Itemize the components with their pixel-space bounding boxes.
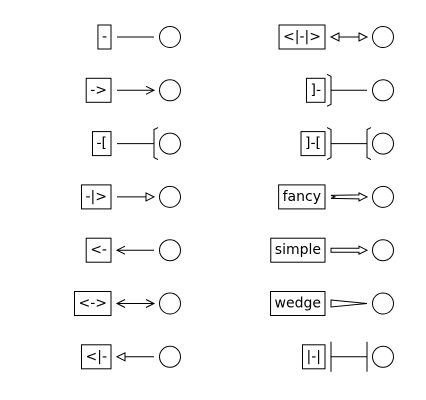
arrow-simple [330, 245, 369, 256]
arrow-bracket [153, 127, 159, 161]
left-row-5: <- [85, 237, 181, 263]
arrow-head [115, 299, 126, 308]
arrow-head [358, 32, 369, 42]
arrow-style-label: |-| [307, 349, 322, 365]
arrow-head [115, 245, 126, 255]
target-circle [372, 132, 394, 155]
target-circle [159, 132, 181, 155]
arrow-style-label: ]-[ [305, 136, 321, 152]
right-column: <|-|> ]- ]-[ fancy simple wedge |-| [270, 24, 394, 372]
right-row-6: wedge [270, 291, 394, 316]
target-circle [372, 292, 394, 315]
left-row-1: - [97, 24, 181, 50]
right-row-2: ]- [305, 73, 394, 107]
target-circle [372, 185, 394, 208]
right-row-3: ]-[ [300, 127, 394, 161]
arrow-bracket [366, 127, 372, 161]
arrow-bracket [326, 73, 332, 107]
label-box [278, 184, 326, 210]
arrow-head [329, 32, 340, 42]
target-circle [372, 239, 394, 262]
target-circle [159, 185, 181, 208]
label-box [305, 77, 326, 103]
left-row-7: <|- [81, 344, 181, 370]
left-row-4: -|> [81, 184, 181, 210]
arrow-bracket [326, 127, 332, 161]
arrow-style-label: <-> [78, 296, 107, 312]
target-circle [159, 345, 181, 368]
label-box [81, 344, 112, 370]
target-circle [159, 26, 181, 48]
right-row-7: |-| [302, 341, 394, 372]
arrow-style-label: wedge [275, 296, 321, 312]
left-column: - -> -[ -|> <- <-> <|- [73, 24, 181, 370]
label-box [302, 344, 326, 370]
right-row-4: fancy [278, 184, 394, 210]
label-box [91, 131, 112, 157]
target-circle [372, 79, 394, 102]
target-circle [372, 345, 394, 368]
label-box [278, 24, 326, 50]
arrow-style-label: simple [275, 242, 321, 258]
label-box [85, 77, 112, 103]
arrow-style-label: <|-|> [283, 29, 321, 45]
label-box [300, 131, 326, 157]
arrow-style-label: -[ [96, 136, 107, 152]
left-row-6: <-> [73, 291, 181, 316]
target-circle [372, 26, 394, 48]
target-circle [159, 79, 181, 102]
arrow-style-label: <|- [86, 349, 108, 365]
arrow-head [145, 192, 156, 202]
arrow-head [115, 351, 126, 362]
arrow-style-label: fancy [283, 189, 321, 205]
label-box [270, 291, 326, 316]
arrow-style-label: -|> [86, 189, 108, 205]
left-row-3: -[ [91, 127, 181, 161]
right-row-5: simple [270, 237, 394, 263]
label-box [85, 237, 112, 263]
arrow-style-label: <- [90, 242, 107, 258]
target-circle [159, 292, 181, 315]
arrow-head [145, 299, 156, 308]
right-row-1: <|-|> [278, 24, 394, 50]
arrow-wedge [330, 299, 368, 308]
arrow-fancy [330, 192, 369, 202]
arrow-head [145, 85, 156, 95]
target-circle [159, 239, 181, 262]
label-box [270, 237, 326, 263]
left-row-2: -> [85, 77, 181, 103]
label-box [73, 291, 112, 316]
label-box [97, 24, 112, 50]
arrow-style-label: - [102, 29, 107, 45]
arrow-style-label: ]- [310, 82, 321, 98]
arrow-style-label: -> [90, 82, 107, 98]
label-box [81, 184, 112, 210]
